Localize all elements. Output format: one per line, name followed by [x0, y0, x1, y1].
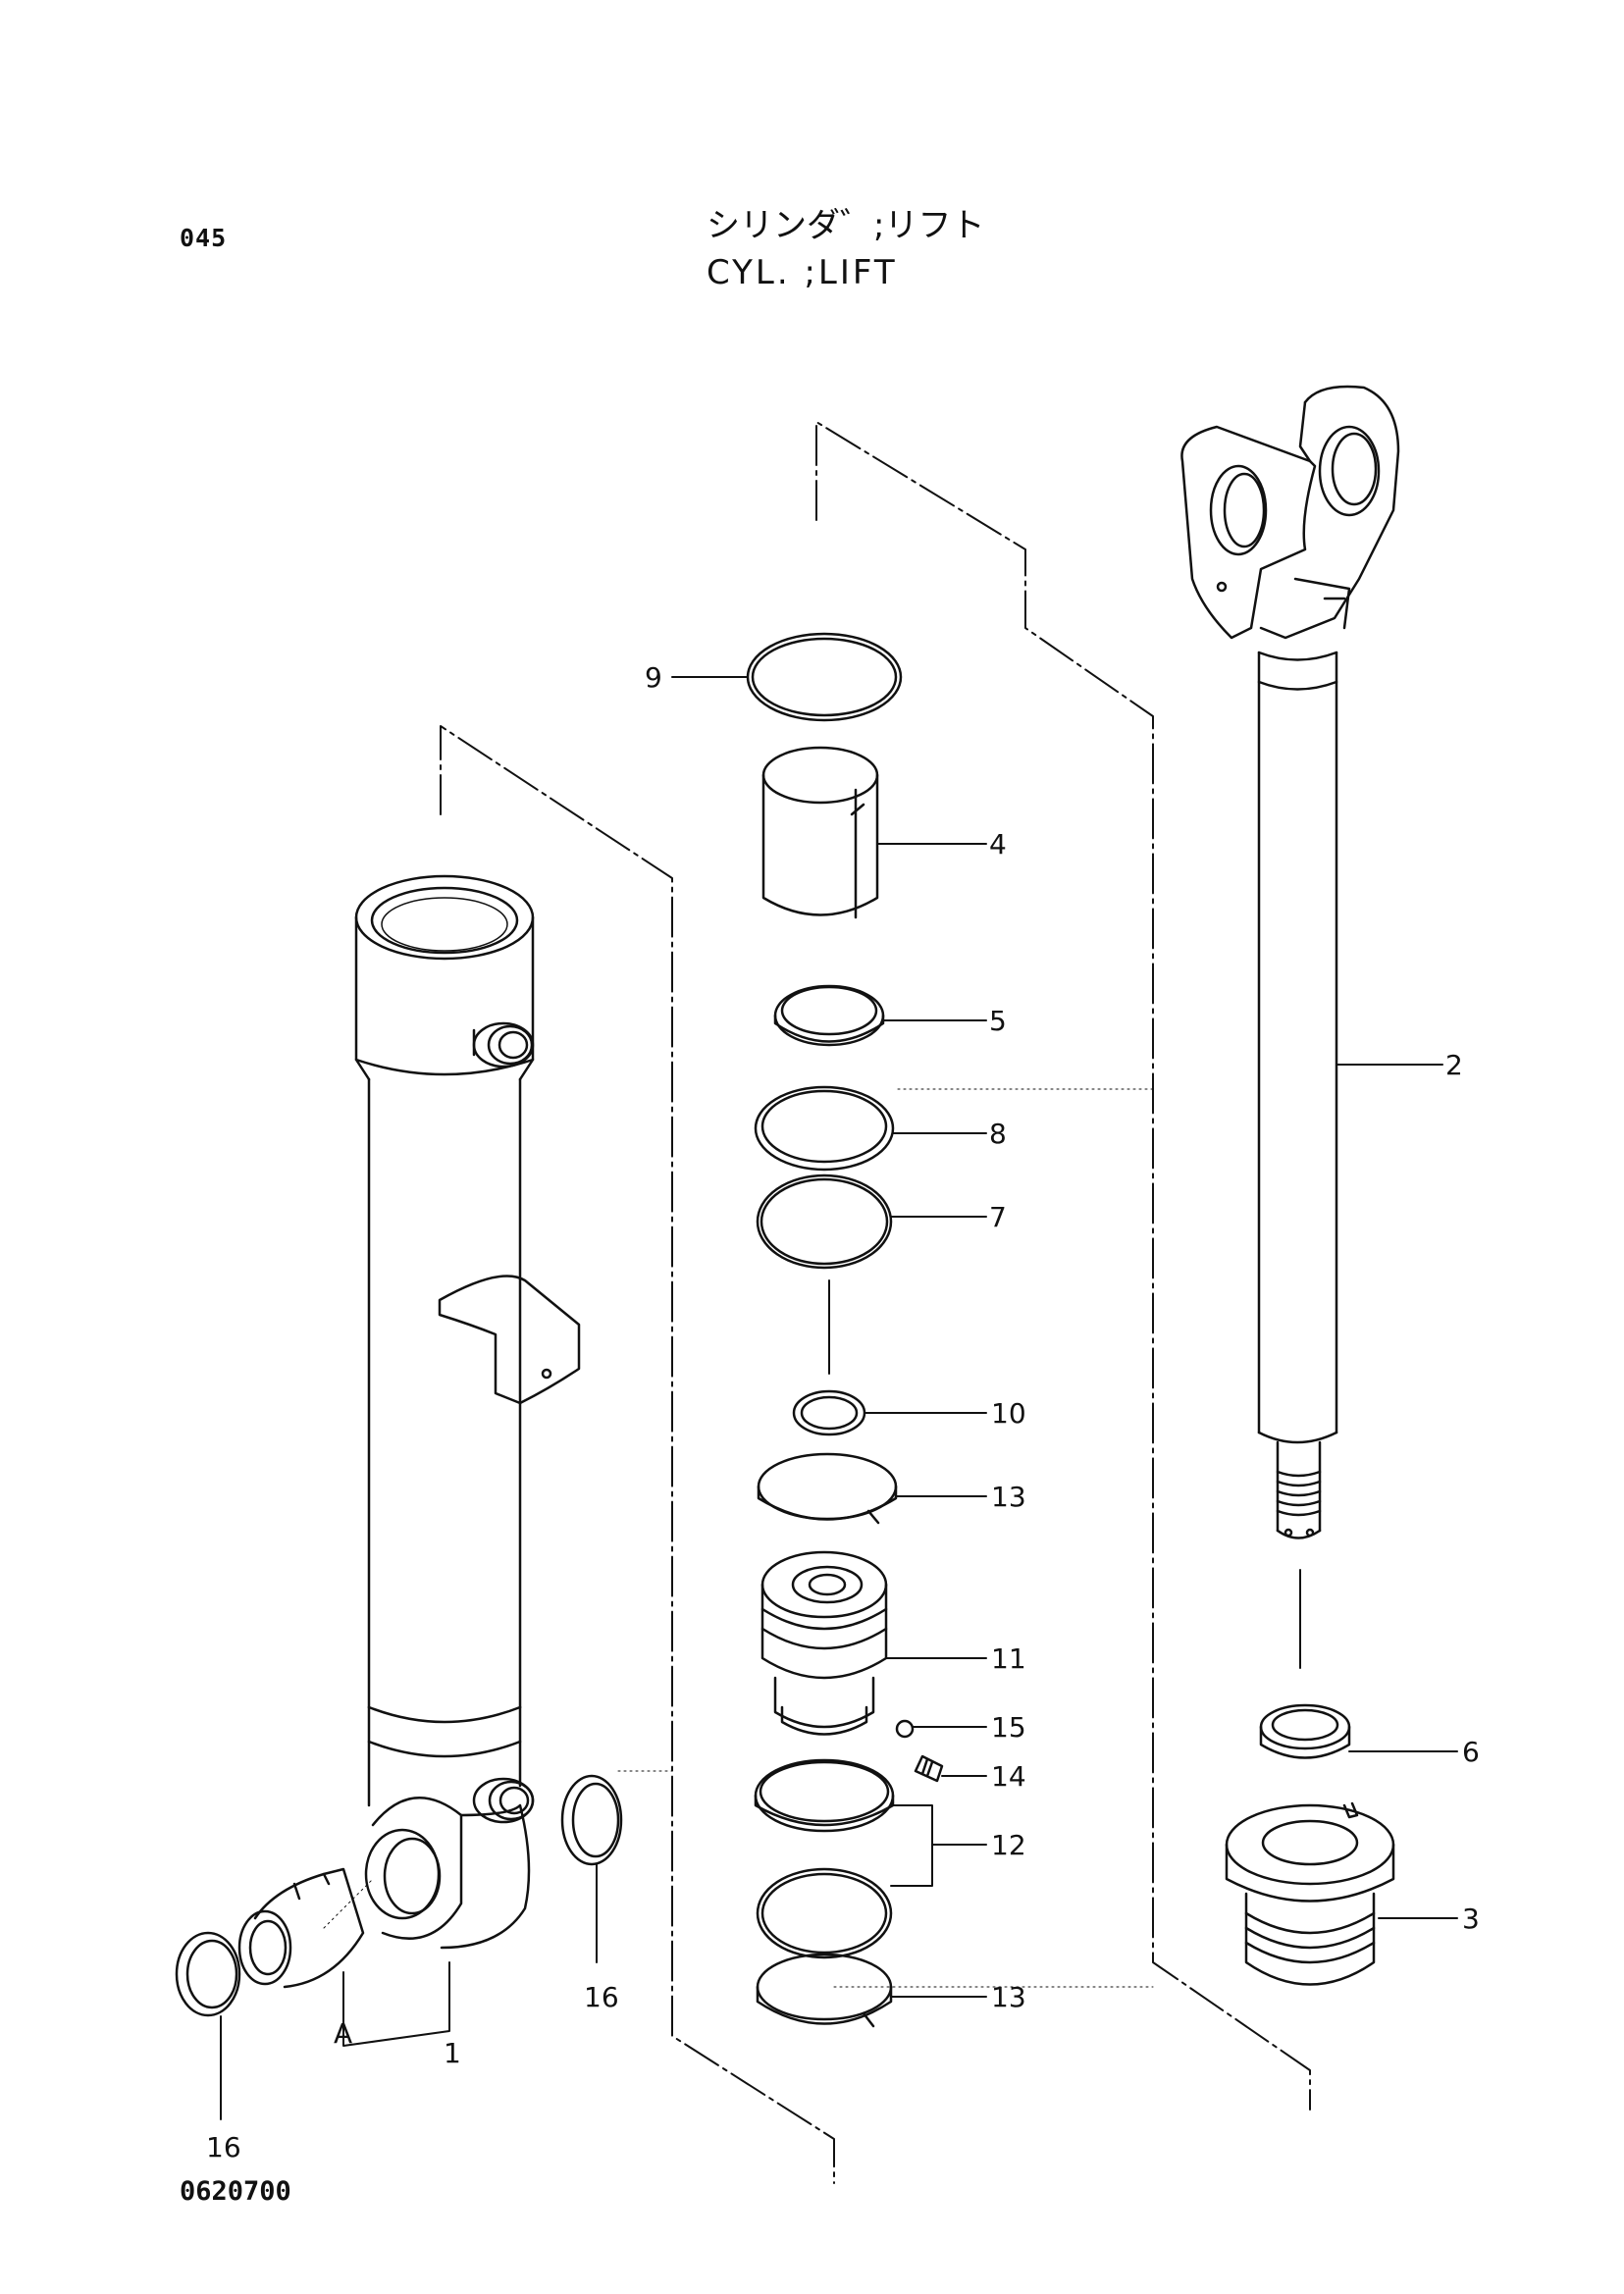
- steel-ball-15: [895, 1719, 915, 1739]
- callout-16-left: 16: [206, 2131, 241, 2164]
- callout-4: 4: [989, 828, 1007, 860]
- o-ring-9: [746, 632, 903, 722]
- wear-ring-13-upper: [757, 1452, 898, 1525]
- callout-11: 11: [991, 1642, 1026, 1675]
- title-english: CYL. ;LIFT: [707, 253, 898, 292]
- bushing-part: [237, 1867, 365, 1989]
- callout-labels: 9 4 5 2 8 7 10 13 11 15 14 6 12 3 13 16 …: [206, 661, 1480, 2164]
- callout-13-lower: 13: [991, 1981, 1026, 2013]
- seal-ring-12-lower: [756, 1867, 893, 1959]
- seal-ring-12-upper: [754, 1758, 895, 1833]
- callout-16-right: 16: [584, 1981, 619, 2013]
- callout-6: 6: [1462, 1736, 1480, 1768]
- leader-lines: [220, 676, 1458, 2120]
- callout-5: 5: [989, 1005, 1007, 1037]
- wiper-ring-5: [773, 984, 885, 1047]
- callout-10: 10: [991, 1397, 1026, 1430]
- wear-ring-13-lower: [756, 1953, 893, 2028]
- callout-12: 12: [991, 1829, 1026, 1861]
- callout-7: 7: [989, 1201, 1007, 1233]
- alignment-dotted-lines: [323, 1088, 1154, 1988]
- callout-3: 3: [1462, 1903, 1480, 1935]
- assembly-boundary-lines: [440, 421, 1311, 2184]
- callout-8: 8: [989, 1118, 1007, 1150]
- set-screw-14: [914, 1754, 944, 1783]
- piston-11: [760, 1550, 888, 1736]
- dust-seal-6: [1259, 1703, 1351, 1759]
- callout-A: A: [334, 2017, 352, 2050]
- callout-14: 14: [991, 1760, 1026, 1793]
- rod-cover-3: [1225, 1801, 1395, 1986]
- piston-rod-2: [1180, 385, 1400, 1539]
- o-ring-16-left: [175, 1931, 241, 2017]
- callout-1: 1: [444, 2037, 461, 2069]
- o-ring-7: [756, 1173, 893, 1270]
- drawing-number: 0620700: [180, 2176, 291, 2207]
- callout-2: 2: [1445, 1049, 1463, 1081]
- backup-ring-8: [754, 1085, 895, 1172]
- callout-13-upper: 13: [991, 1481, 1026, 1513]
- title-japanese: シリンダ゛;リフト: [707, 206, 985, 245]
- bushing-4: [761, 746, 879, 919]
- o-ring-16-right: [560, 1774, 623, 1866]
- callout-9: 9: [645, 661, 662, 694]
- page-code: 045: [180, 224, 228, 252]
- o-ring-10: [792, 1389, 866, 1436]
- callout-15: 15: [991, 1711, 1026, 1744]
- cylinder-tube-part: [354, 874, 581, 1950]
